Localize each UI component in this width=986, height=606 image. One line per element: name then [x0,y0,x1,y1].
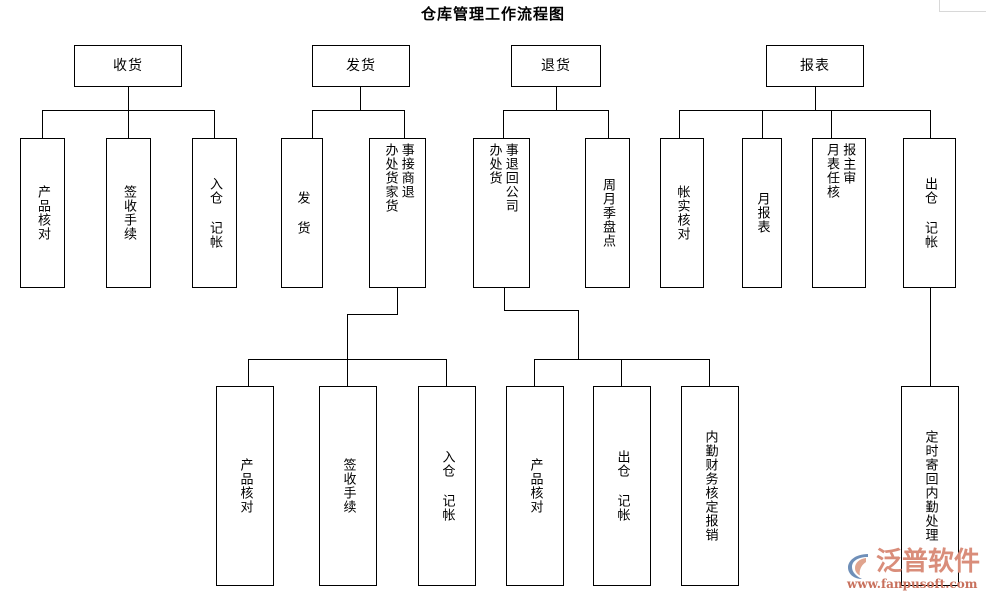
connector-sc2-down [347,314,348,359]
connector-reports-drop [815,87,816,110]
node-tc2[interactable]: 周月季盘点 [585,138,630,288]
connector-returns-gc-leg-2 [621,359,622,386]
node-label: 月报表 [754,192,770,234]
node-pc1[interactable]: 帐实核对 [660,138,704,288]
connector-reports-bus [679,110,931,111]
connector-shipping-bus [312,110,405,111]
connector-tc1-down [578,310,579,359]
connector-shipping-drop [360,87,361,110]
node-label-columns: 事接商退 办处货家货 [382,143,414,213]
node-label: 周月季盘点 [600,178,615,248]
watermark-url: www.fanpusoft.com [847,577,978,591]
connector-shipping-gc-leg-2 [347,359,348,386]
node-label: 出仓 记帐 [922,177,937,249]
node-label: 退货 [541,57,571,74]
node-label: 发货 [346,57,376,74]
node-sg3[interactable]: 入仓 记帐 [418,386,476,586]
node-label: 产品核对 [35,185,50,241]
connector-receiving-leg-3 [214,110,215,138]
node-label: 出仓 记帐 [614,450,630,522]
connector-sc2-jog [347,314,398,315]
node-label: 内勤财务核定报销 [702,430,718,542]
node-label: 入仓 记帐 [207,177,222,249]
connector-returns-bus [503,110,609,111]
connector-receiving-drop [128,87,129,110]
node-sg2[interactable]: 签收手续 [319,386,377,586]
node-label: 入仓 记帐 [439,450,455,522]
node-tc1[interactable]: 事退回公司 办处货 [473,138,530,288]
connector-receiving-leg-1 [42,110,43,138]
connector-pc4-drop [930,288,931,386]
node-sg1[interactable]: 产品核对 [216,386,274,586]
connector-sc2-drop [397,288,398,314]
connector-shipping-leg-1 [312,110,313,138]
connector-reports-leg-2 [762,110,763,138]
fanpu-logo-icon [848,554,871,579]
node-label-columns: 报主审 月表任核 [824,143,856,199]
node-rc1[interactable]: 产品核对 [20,138,65,288]
node-reports[interactable]: 报表 [766,45,864,87]
connector-tc1-drop [504,288,505,310]
connector-tc1-jog [504,310,579,311]
connector-returns-leg-1 [503,110,504,138]
node-label-columns: 事退回公司 办处货 [486,143,518,213]
node-receiving[interactable]: 收货 [74,45,182,87]
connector-shipping-leg-2 [404,110,405,138]
node-tg1[interactable]: 产品核对 [506,386,564,586]
connector-returns-gc-leg-3 [709,359,710,386]
node-sc1[interactable]: 发 货 [281,138,323,288]
node-pg1[interactable]: 定时寄回内勤处理 [901,386,959,586]
connector-shipping-gc-leg-1 [248,359,249,386]
watermark: 泛普软件 www.fanpusoft.com [846,548,986,600]
connector-reports-leg-4 [930,110,931,138]
node-sc2[interactable]: 事接商退 办处货家货 [369,138,426,288]
node-label: 产品核对 [527,458,543,514]
node-rc3[interactable]: 入仓 记帐 [192,138,237,288]
node-tg3[interactable]: 内勤财务核定报销 [681,386,739,586]
node-label: 发 货 [294,191,310,235]
watermark-brand: 泛普软件 [876,547,981,577]
connector-shipping-gc-leg-3 [446,359,447,386]
node-label: 帐实核对 [674,185,690,241]
connector-returns-drop [556,87,557,110]
node-pc2[interactable]: 月报表 [742,138,782,288]
node-shipping[interactable]: 发货 [312,45,410,87]
node-label: 收货 [113,57,143,74]
node-label: 报表 [800,57,830,74]
node-rc2[interactable]: 签收手续 [106,138,151,288]
page-title: 仓库管理工作流程图 [420,5,565,23]
node-label: 定时寄回内勤处理 [922,430,938,542]
connector-returns-gc-leg-1 [534,359,535,386]
connector-receiving-leg-2 [128,110,129,138]
node-pc3[interactable]: 报主审 月表任核 [812,138,866,288]
node-label: 签收手续 [340,458,356,514]
connector-reports-leg-1 [679,110,680,138]
node-returns[interactable]: 退货 [511,45,601,87]
connector-returns-leg-2 [608,110,609,138]
node-label: 产品核对 [237,458,253,514]
node-tg2[interactable]: 出仓 记帐 [593,386,651,586]
node-pc4[interactable]: 出仓 记帐 [903,138,956,288]
node-label: 签收手续 [121,185,136,241]
top-right-artifact [939,0,986,12]
connector-reports-leg-3 [831,110,832,138]
